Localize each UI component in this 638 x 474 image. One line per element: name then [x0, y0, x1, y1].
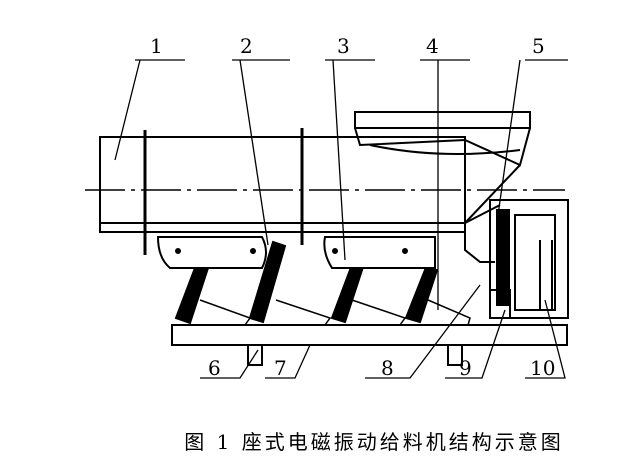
bracket: [156, 236, 436, 269]
label-8: 8: [381, 356, 394, 380]
label-9: 9: [459, 356, 472, 380]
label-1: 1: [150, 34, 163, 58]
label-3: 3: [337, 34, 350, 58]
hopper: [354, 111, 531, 224]
figure-caption: 图 1 座式电磁振动给料机结构示意图: [184, 430, 564, 454]
base-frame: [171, 324, 568, 366]
leader-lines: [114, 59, 568, 379]
label-4: 4: [426, 34, 439, 58]
label-10: 10: [530, 356, 555, 380]
trough: [99, 136, 501, 263]
label-2: 2: [240, 34, 253, 58]
label-5: 5: [532, 34, 545, 58]
label-6: 6: [208, 356, 221, 380]
leaf-springs: [174, 240, 439, 325]
electromagnet-housing: [489, 199, 569, 319]
label-7: 7: [274, 356, 287, 380]
spring-supports: [199, 299, 471, 326]
clamps: [143, 128, 304, 255]
part-labels: 1 2 3 4 5 6 7 8 9 10: [150, 34, 555, 380]
